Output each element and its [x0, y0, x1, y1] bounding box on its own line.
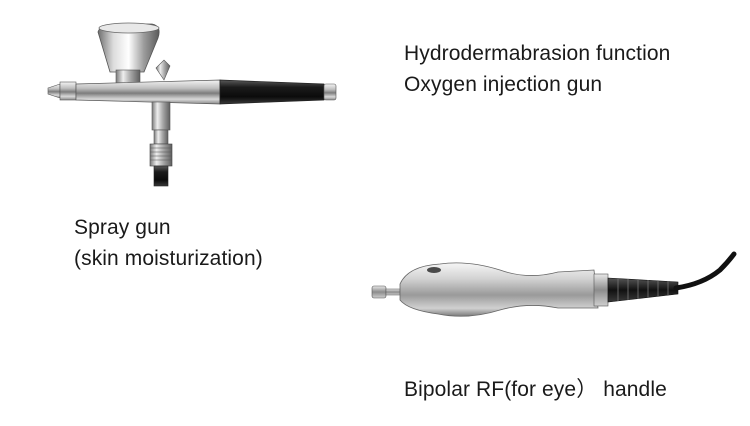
spray-gun-image	[47, 22, 337, 187]
hydrodermabrasion-label: Hydrodermabrasion function Oxygen inject…	[404, 38, 670, 100]
bipolar-rf-label: Bipolar RF(for eye） handle	[404, 374, 667, 405]
spray-gun-line-2: (skin moisturization)	[74, 247, 263, 270]
bipolar-rf-handle-image	[371, 251, 737, 317]
hydrodermabrasion-line-2: Oxygen injection gun	[404, 73, 603, 96]
bipolar-rf-line-1: Bipolar RF(for eye） handle	[404, 378, 667, 401]
hydrodermabrasion-line-1: Hydrodermabrasion function	[404, 42, 671, 65]
spray-gun-line-1: Spray gun	[74, 216, 171, 239]
spray-gun-label: Spray gun (skin moisturization)	[74, 212, 263, 274]
